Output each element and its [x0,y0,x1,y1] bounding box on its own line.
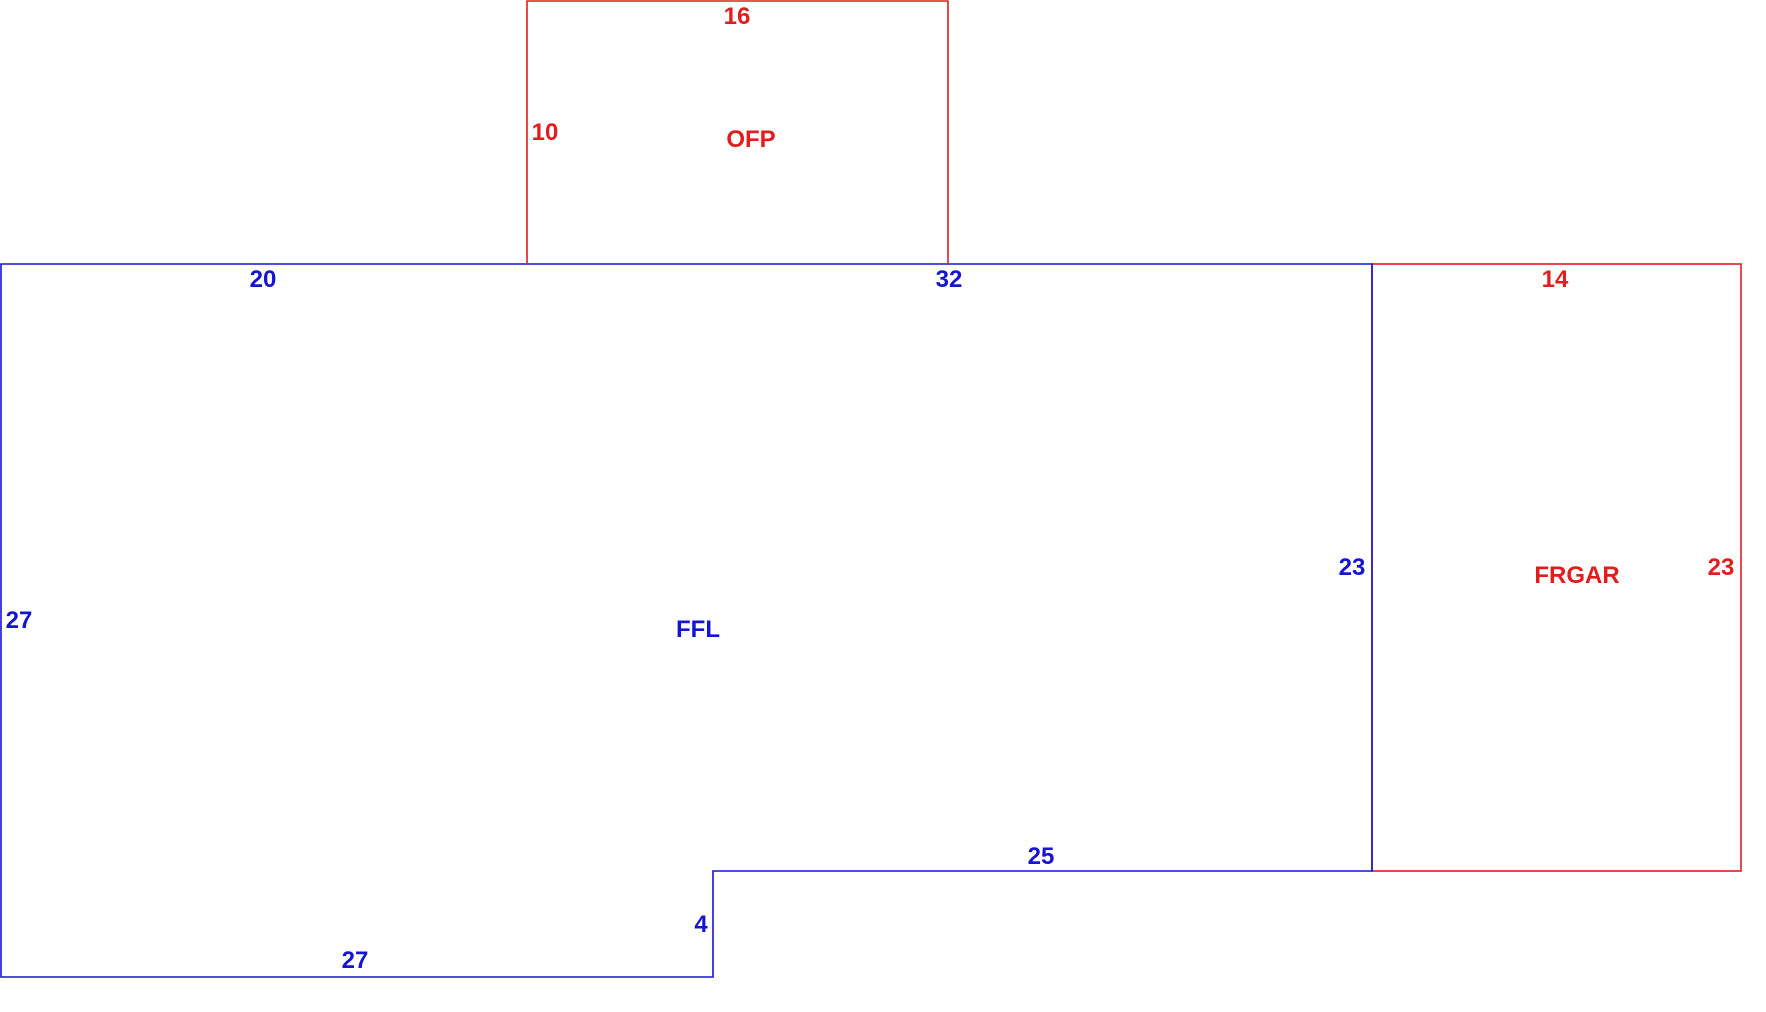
frgar-label: FRGAR [1534,562,1619,589]
ffl-step-dimension: 4 [694,911,708,938]
ffl-right-dimension: 23 [1339,554,1366,581]
ffl-bottom-left-dimension: 27 [342,947,369,974]
ofp-left-dimension: 10 [532,119,559,146]
ffl-area: 20 32 27 23 FFL 25 4 27 [0,263,1373,978]
ffl-left-dimension: 27 [6,607,33,634]
ofp-label: OFP [726,126,775,153]
ffl-label: FFL [676,616,720,643]
ofp-area: 16 10 OFP [526,0,949,263]
frgar-top-dimension: 14 [1542,266,1569,293]
ffl-bottom-right-dimension: 25 [1028,843,1055,870]
frgar-area: 14 23 FRGAR [1371,263,1742,872]
frgar-right-dimension: 23 [1708,554,1735,581]
ofp-outline [526,0,949,263]
ffl-top-left-dimension: 20 [250,266,277,293]
ffl-outline [0,263,1373,978]
ofp-top-dimension: 16 [724,3,751,30]
ffl-top-right-dimension: 32 [936,266,963,293]
